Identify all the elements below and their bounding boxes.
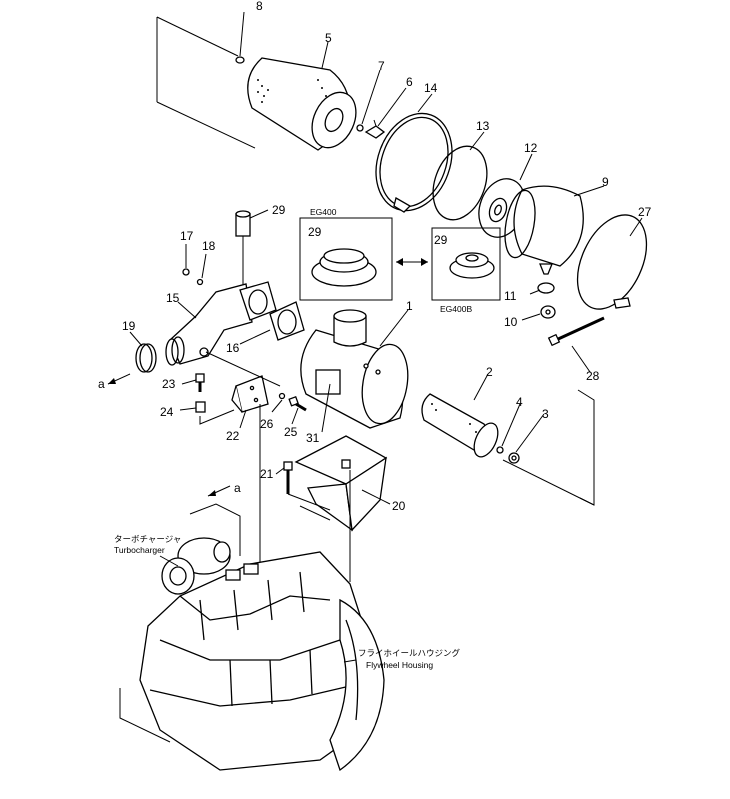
callout-17: 17 bbox=[180, 229, 194, 243]
callout-10: 10 bbox=[504, 315, 518, 329]
mounting-band bbox=[576, 214, 648, 310]
engine-assembly bbox=[119, 537, 385, 772]
turbocharger-label-en: Turbocharger bbox=[114, 545, 165, 555]
variant-label-eg400b: EG400B bbox=[440, 304, 472, 314]
callout-7: 7 bbox=[378, 59, 385, 73]
clamp-band bbox=[375, 112, 453, 213]
variant-box-eg400: EG400 bbox=[299, 207, 393, 301]
callout-12: 12 bbox=[524, 141, 538, 155]
callout-31: 31 bbox=[306, 431, 320, 445]
callout-23: 23 bbox=[162, 377, 176, 391]
flywheel-label-en: Flywheel Housing bbox=[366, 660, 433, 670]
connector-a-mid: a bbox=[189, 481, 241, 556]
callout-26: 26 bbox=[260, 417, 274, 431]
callout-13: 13 bbox=[476, 119, 490, 133]
callout-1: 1 bbox=[406, 299, 413, 313]
bolt-25 bbox=[288, 395, 307, 412]
gasket-ring bbox=[432, 145, 488, 221]
nut bbox=[508, 452, 520, 464]
flywheel-label-jp: フライホイールハウジング bbox=[358, 648, 461, 658]
callout-19: 19 bbox=[122, 319, 136, 333]
seal-small bbox=[196, 278, 204, 286]
intake-elbow bbox=[165, 283, 253, 366]
callout-leaders bbox=[129, 11, 643, 505]
spacer-24 bbox=[195, 401, 206, 413]
double-arrow bbox=[396, 258, 428, 266]
flange-gasket bbox=[269, 301, 305, 341]
callout-4: 4 bbox=[516, 395, 523, 409]
connector-label-a-left: a bbox=[98, 377, 105, 391]
frame-lines bbox=[156, 16, 595, 506]
variant-box-eg400b: EG400B bbox=[431, 227, 501, 314]
callout-14: 14 bbox=[424, 81, 438, 95]
callout-15: 15 bbox=[166, 291, 180, 305]
callout-24: 24 bbox=[160, 405, 174, 419]
filter-element-outer bbox=[247, 57, 357, 151]
elbow-flange bbox=[239, 281, 277, 321]
variant-label-eg400: EG400 bbox=[310, 207, 337, 217]
washer bbox=[356, 124, 364, 132]
callout-21: 21 bbox=[260, 467, 274, 481]
bracket-22 bbox=[231, 375, 269, 413]
callout-25: 25 bbox=[284, 425, 298, 439]
support-bracket bbox=[294, 435, 388, 532]
flywheel-housing-label: フライホイールハウジング Flywheel Housing bbox=[343, 648, 461, 670]
seal-ring-small bbox=[235, 56, 245, 64]
washer-small bbox=[496, 446, 504, 454]
callout-2: 2 bbox=[486, 365, 493, 379]
safety-element bbox=[421, 393, 499, 458]
valve-cap bbox=[537, 282, 555, 294]
connector-a-left: a bbox=[98, 373, 131, 391]
callout-numbers: 8 5 7 6 14 13 12 9 27 29 17 18 29 29 15 … bbox=[122, 0, 652, 513]
bolt-21 bbox=[283, 461, 293, 494]
callout-30: 29 bbox=[272, 203, 286, 217]
wing-nut bbox=[364, 119, 386, 139]
callout-29-eg400: 29 bbox=[308, 225, 322, 239]
callout-5: 5 bbox=[325, 31, 332, 45]
callout-11: 11 bbox=[504, 289, 517, 303]
turbocharger-label-jp: ターボチャージャ bbox=[114, 534, 181, 544]
callout-9: 9 bbox=[602, 175, 609, 189]
callout-3: 3 bbox=[542, 407, 549, 421]
air-cleaner-body bbox=[300, 309, 409, 429]
callout-16: 16 bbox=[226, 341, 240, 355]
dust-valve bbox=[540, 305, 556, 319]
band-bolt bbox=[547, 316, 605, 347]
callout-22: 22 bbox=[226, 429, 240, 443]
washer-26 bbox=[278, 392, 286, 400]
plug bbox=[182, 268, 190, 276]
callout-27: 27 bbox=[638, 205, 652, 219]
hose-clamp bbox=[135, 343, 157, 373]
turbocharger-label: ターボチャージャ Turbocharger bbox=[114, 534, 181, 567]
housing-cover bbox=[504, 185, 584, 275]
callout-29-eg400b: 29 bbox=[434, 233, 448, 247]
callout-6: 6 bbox=[406, 75, 413, 89]
callout-18: 18 bbox=[202, 239, 216, 253]
callout-28: 28 bbox=[586, 369, 600, 383]
bolt-23 bbox=[195, 373, 205, 392]
callout-20: 20 bbox=[392, 499, 406, 513]
callout-8: 8 bbox=[256, 0, 263, 13]
dust-indicator bbox=[235, 210, 251, 290]
connector-label-a-mid: a bbox=[234, 481, 241, 495]
